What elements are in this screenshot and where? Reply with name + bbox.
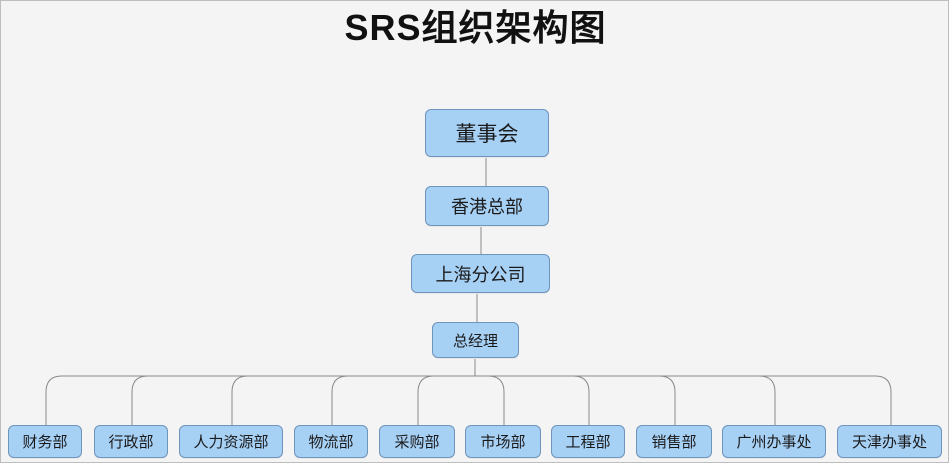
connector-dept-4: [417, 375, 475, 426]
connector-dept-2: [231, 375, 475, 426]
connector-dept-9: [475, 375, 892, 426]
chart-title: SRS组织架构图: [344, 7, 607, 48]
connector-dept-1: [131, 375, 475, 426]
node-shanghai-branch[interactable]: 上海分公司: [411, 254, 550, 293]
dept-finance[interactable]: 财务部: [8, 425, 82, 458]
dept-admin[interactable]: 行政部: [94, 425, 168, 458]
node-board[interactable]: 董事会: [425, 109, 549, 157]
dept-marketing[interactable]: 市场部: [465, 425, 541, 458]
connector-dept-6: [475, 375, 590, 426]
dept-guangzhou-office[interactable]: 广州办事处: [722, 425, 826, 458]
node-general-manager[interactable]: 总经理: [432, 322, 519, 358]
connector-dept-8: [475, 375, 776, 426]
dept-purchasing[interactable]: 采购部: [379, 425, 455, 458]
dept-hr[interactable]: 人力资源部: [179, 425, 283, 458]
dept-sales[interactable]: 销售部: [636, 425, 712, 458]
dept-logistics[interactable]: 物流部: [294, 425, 368, 458]
connector-dept-5: [475, 375, 505, 426]
dept-tianjin-office[interactable]: 天津办事处: [837, 425, 942, 458]
node-hk-headquarters[interactable]: 香港总部: [425, 186, 549, 226]
connector-dept-7: [475, 375, 676, 426]
connector-dept-0: [45, 375, 475, 426]
dept-engineering[interactable]: 工程部: [551, 425, 625, 458]
connector-dept-3: [331, 375, 475, 426]
